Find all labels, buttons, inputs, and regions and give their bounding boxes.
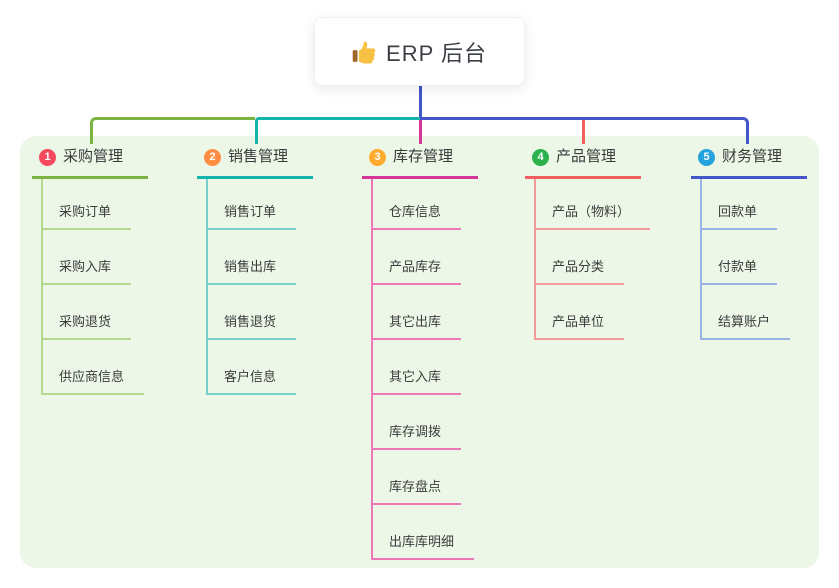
thumbs-up-icon xyxy=(352,41,376,64)
child-item[interactable]: 采购入库 xyxy=(41,258,132,285)
branch-node-2[interactable]: 2 销售管理 xyxy=(197,147,313,179)
connector-branch-4 xyxy=(581,120,585,144)
root-node[interactable]: ERP 后台 xyxy=(314,17,525,86)
branch-node-5[interactable]: 5 财务管理 xyxy=(691,147,807,179)
branch-badge: 2 xyxy=(204,148,221,166)
child-item[interactable]: 销售退货 xyxy=(206,313,297,340)
child-item[interactable]: 产品库存 xyxy=(371,258,462,285)
connector-branch-1 xyxy=(90,117,255,144)
child-item[interactable]: 产品分类 xyxy=(534,258,625,285)
branch-node-3[interactable]: 3 库存管理 xyxy=(362,147,478,179)
branch-label: 库存管理 xyxy=(393,148,454,165)
branch-badge: 5 xyxy=(698,148,715,166)
branch-badge: 4 xyxy=(532,148,549,166)
child-item[interactable]: 库存盘点 xyxy=(371,478,462,505)
branch-badge: 3 xyxy=(369,148,386,166)
child-item[interactable]: 供应商信息 xyxy=(41,368,145,395)
branches-background-panel xyxy=(20,136,819,568)
branch-children-spine xyxy=(534,179,536,340)
child-item[interactable]: 采购退货 xyxy=(41,313,132,340)
child-item[interactable]: 销售订单 xyxy=(206,203,297,230)
connector-branch-5 xyxy=(420,117,749,144)
branch-children-spine xyxy=(371,179,373,560)
child-item[interactable]: 采购订单 xyxy=(41,203,132,230)
branch-label: 财务管理 xyxy=(722,148,783,165)
child-item[interactable]: 其它出库 xyxy=(371,313,462,340)
root-label: ERP 后台 xyxy=(386,40,487,66)
branch-label: 采购管理 xyxy=(63,148,124,165)
connector-branch-3 xyxy=(418,120,422,144)
child-item[interactable]: 结算账户 xyxy=(700,313,791,340)
branch-label: 产品管理 xyxy=(556,148,617,165)
branch-children-spine xyxy=(206,179,208,395)
child-item[interactable]: 产品（物料） xyxy=(534,203,651,230)
branch-node-4[interactable]: 4 产品管理 xyxy=(525,147,641,179)
connector-root-line xyxy=(418,84,422,118)
branch-node-1[interactable]: 1 采购管理 xyxy=(32,147,148,179)
child-item[interactable]: 回款单 xyxy=(700,203,778,230)
connector-branch-2 xyxy=(255,117,420,144)
branch-children-spine xyxy=(41,179,43,395)
child-item[interactable]: 付款单 xyxy=(700,258,778,285)
child-item[interactable]: 销售出库 xyxy=(206,258,297,285)
child-item[interactable]: 库存调拨 xyxy=(371,423,462,450)
branch-badge: 1 xyxy=(39,148,56,166)
branch-children-spine xyxy=(700,179,702,340)
child-item[interactable]: 出库库明细 xyxy=(371,533,475,560)
child-item[interactable]: 仓库信息 xyxy=(371,203,462,230)
child-item[interactable]: 客户信息 xyxy=(206,368,297,395)
child-item[interactable]: 其它入库 xyxy=(371,368,462,395)
child-item[interactable]: 产品单位 xyxy=(534,313,625,340)
branch-label: 销售管理 xyxy=(228,148,289,165)
